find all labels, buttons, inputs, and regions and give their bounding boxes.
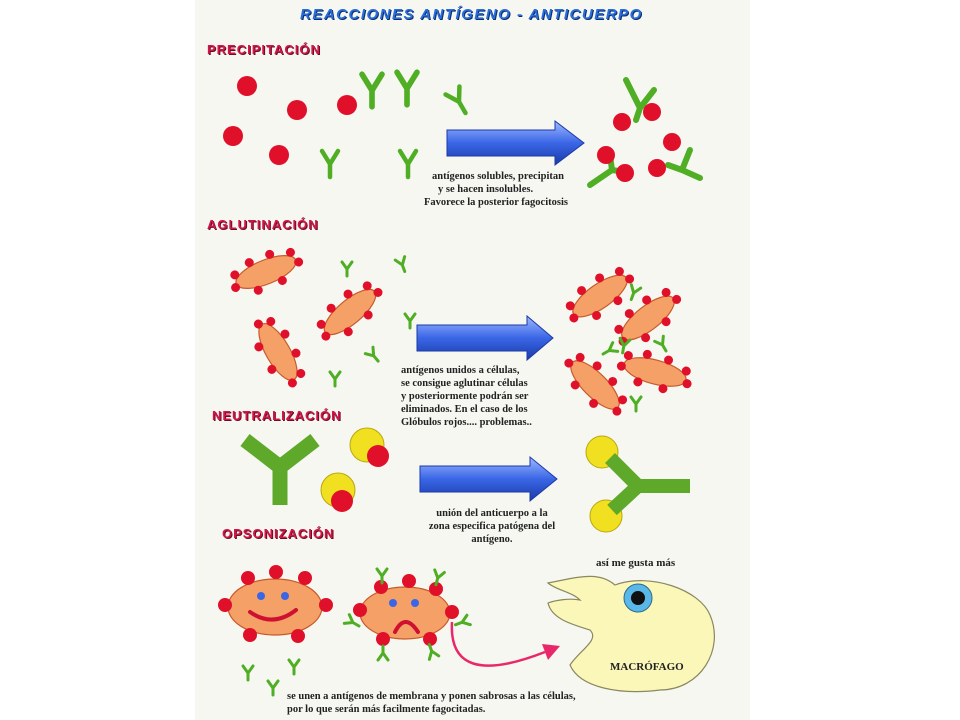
precipitation-arrow [446,119,585,167]
opsonization-happy-cell [218,565,333,643]
caption-agglutination-line-5: Glóbulos rojos.... problemas.. [401,417,532,428]
caption-precipitation: antígenos solubles, precipitan y se hace… [424,170,568,209]
caption-agglutination-line-4: eliminados. En el caso de los [401,404,528,415]
heading-precipitation: PRECIPITACIÓN [207,42,321,57]
heading-opsonization: OPSONIZACIÓN [222,526,335,541]
agglutination-arrow [416,314,554,362]
caption-opsonization: se unen a antígenos de membrana y ponen … [287,690,576,716]
macrophage-label: MACRÓFAGO [610,661,684,673]
neutralization-antigens [320,427,389,512]
agglutination-cells [222,238,392,396]
phagocytosis-arrow [450,621,546,667]
speech-bubble-text: así me gusta más [596,557,676,569]
caption-opsonization-line-1: se unen a antígenos de membrana y ponen … [287,691,576,702]
macrophage [546,575,715,693]
caption-precipitation-line-3: Favorece la posterior fagocitosis [424,197,568,208]
heading-neutralization: NEUTRALIZACIÓN [212,408,342,423]
opsonization-coated-cell [342,567,472,662]
caption-neutralization-line-3: antígeno. [471,534,513,545]
neutralization-arrow [419,455,558,503]
caption-opsonization-line-2: por lo que serán más facilmente fagocita… [287,704,486,715]
caption-agglutination: antígenos unidos a células, se consigue … [401,364,532,429]
caption-precipitation-line-2: y se hacen insolubles. [438,184,534,195]
caption-neutralization: unión del anticuerpo a la zona especific… [402,507,582,546]
heading-agglutination: AGLUTINACIÓN [207,217,319,232]
caption-neutralization-line-1: unión del anticuerpo a la [436,508,548,519]
phagocytosis-arrowhead [542,644,560,660]
caption-agglutination-line-2: se consigue aglutinar células [401,378,528,389]
precipitation-antibodies [322,72,472,177]
precipitation-antigens [223,76,357,165]
caption-precipitation-line-1: antígenos solubles, precipitan [432,171,564,182]
agglutination-cluster [554,257,698,426]
page-title: REACCIONES ANTÍGENO - ANTICUERPO [300,6,643,23]
caption-agglutination-line-1: antígenos unidos a células, [401,365,520,376]
neutralization-complex [585,435,690,533]
caption-neutralization-line-2: zona especifica patógena del [428,521,556,532]
precipitation-complex [587,77,703,188]
caption-agglutination-line-3: y posteriormente podrán ser [401,391,529,402]
neutralization-antibody [240,434,320,505]
